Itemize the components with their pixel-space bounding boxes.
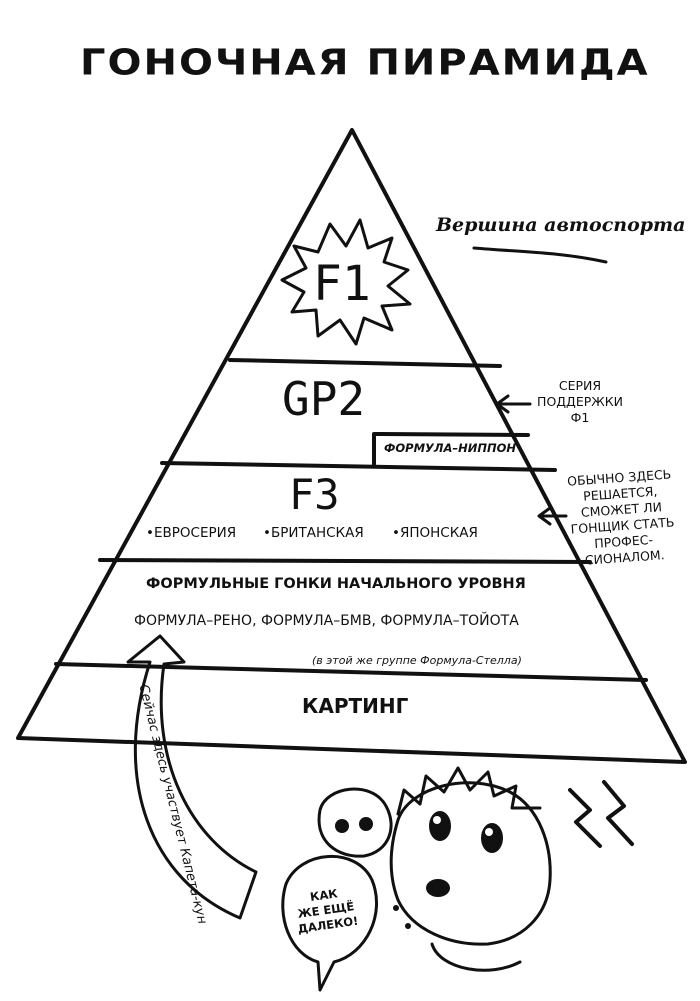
monkey-head	[317, 787, 393, 858]
page-title: ГОНОЧНАЯ ПИРАМИДА	[80, 42, 650, 84]
boy-eye-left	[429, 811, 451, 841]
nippon-box	[372, 432, 530, 466]
boy-head	[389, 781, 552, 946]
f3-side-note: ОБЫЧНО ЗДЕСЬ РЕШАЕТСЯ, СМОЖЕТ ЛИ ГОНЩИК …	[563, 466, 681, 570]
boy-collar	[430, 942, 522, 972]
gp2-side-note-line: СЕРИЯ	[558, 378, 602, 393]
sweat-drop	[405, 923, 411, 929]
monkey-eye-left	[335, 819, 349, 833]
boy-eye-shine	[433, 816, 441, 824]
tier-divider-gp2-f3	[160, 461, 557, 472]
tier-gp2-label: GP2	[282, 372, 366, 426]
apex-underline	[472, 246, 608, 264]
f3-series-british: •БРИТАНСКАЯ	[263, 525, 364, 541]
tier-divider-f3-entry	[98, 558, 592, 564]
sweat-drop	[393, 905, 399, 911]
tier-f1-label: F1	[313, 256, 371, 312]
f3-series-japanese: •ЯПОНСКАЯ	[392, 525, 478, 541]
entry-level-list: ФОРМУЛА–РЕНО, ФОРМУЛА–БМВ, ФОРМУЛА–ТОЙОТ…	[134, 613, 519, 629]
boy-eye-shine	[485, 828, 493, 836]
shock-marks	[568, 780, 634, 848]
gp2-side-note-line: ПОДДЕРЖКИ	[537, 394, 623, 409]
monkey-eye-right	[359, 817, 373, 831]
tier-entry-level-label: ФОРМУЛЬНЫЕ ГОНКИ НАЧАЛЬНОГО УРОВНЯ	[146, 576, 526, 592]
gp2-side-note-line: Ф1	[570, 410, 590, 425]
pyramid-outline	[16, 128, 687, 764]
f3-pointer-arrow	[537, 506, 568, 526]
tier-divider-f1-gp2	[228, 358, 502, 368]
tier-f3-label: F3	[289, 470, 340, 519]
boy-hair	[396, 766, 542, 816]
f3-series-euro: •ЕВРОСЕРИЯ	[146, 525, 237, 541]
gp2-side-note: СЕРИЯ ПОДДЕРЖКИ Ф1	[530, 378, 630, 426]
boy-mouth	[426, 879, 450, 897]
tier-karting-label: КАРТИНГ	[302, 694, 409, 718]
boy-eye-right	[481, 823, 503, 853]
speech-bubble	[281, 855, 378, 992]
tier-divider-entry-karting	[54, 662, 648, 682]
apex-note: Вершина автоспорта	[436, 214, 686, 236]
gp2-pointer-arrow	[495, 394, 532, 414]
formula-nippon-label: ФОРМУЛА–НИППОН	[384, 441, 517, 455]
curved-arrow	[126, 634, 258, 920]
f1-starburst	[280, 218, 412, 346]
stella-note: (в этой же группе Формула-Стелла)	[312, 654, 522, 667]
